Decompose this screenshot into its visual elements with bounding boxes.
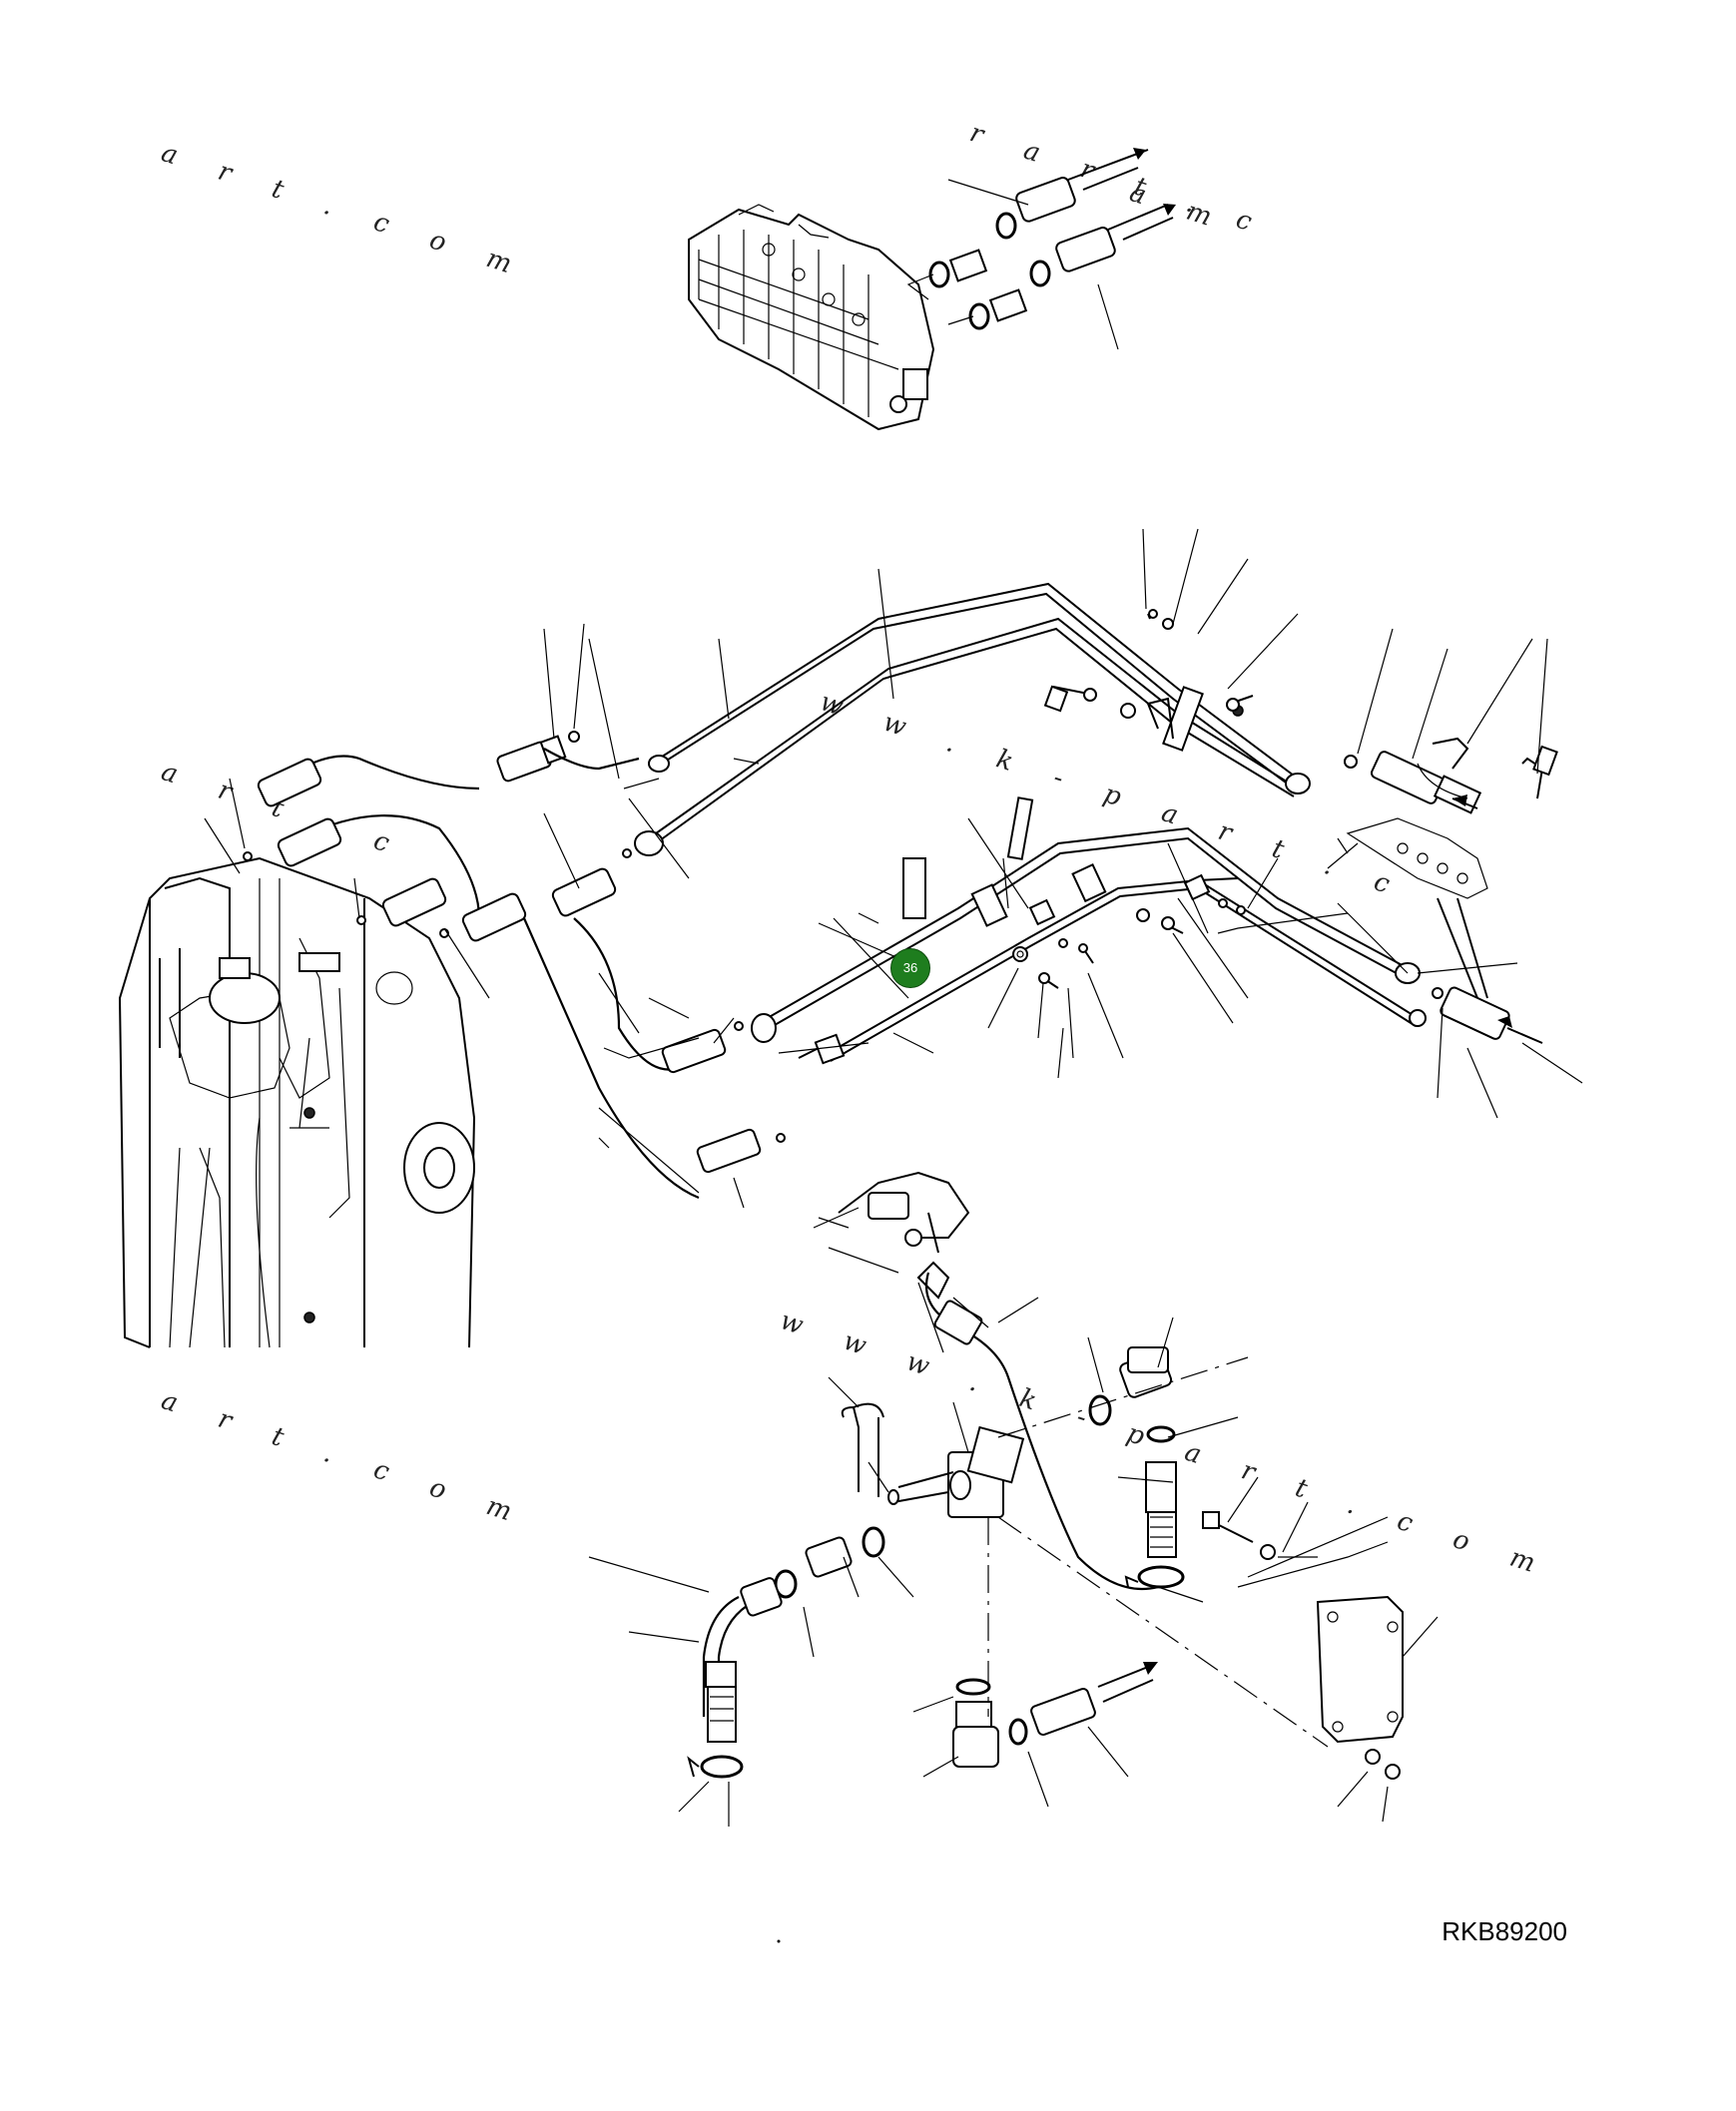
lower-assembly [687, 1171, 1404, 1780]
svg-text:a r t . c o m: a r t . c o m [158, 138, 533, 285]
middle-fittings [798, 912, 899, 1065]
hoses-left [243, 638, 786, 1200]
control-valve-assembly [688, 204, 935, 431]
upper-fittings [906, 148, 1176, 350]
drawing-code-label: RKB89200 [1442, 1916, 1567, 1946]
brackets [902, 685, 1244, 927]
boom-structure [118, 856, 476, 1348]
hardware [1012, 609, 1444, 999]
callout-marker-36[interactable]: 36 [890, 948, 930, 988]
svg-text:a r t . c o m: a r t . c o m [158, 1385, 533, 1533]
dot-mark [777, 1939, 781, 1943]
right-fittings [1327, 737, 1558, 1044]
main-pipes [634, 582, 1427, 1062]
leader-lines [204, 528, 1583, 1827]
